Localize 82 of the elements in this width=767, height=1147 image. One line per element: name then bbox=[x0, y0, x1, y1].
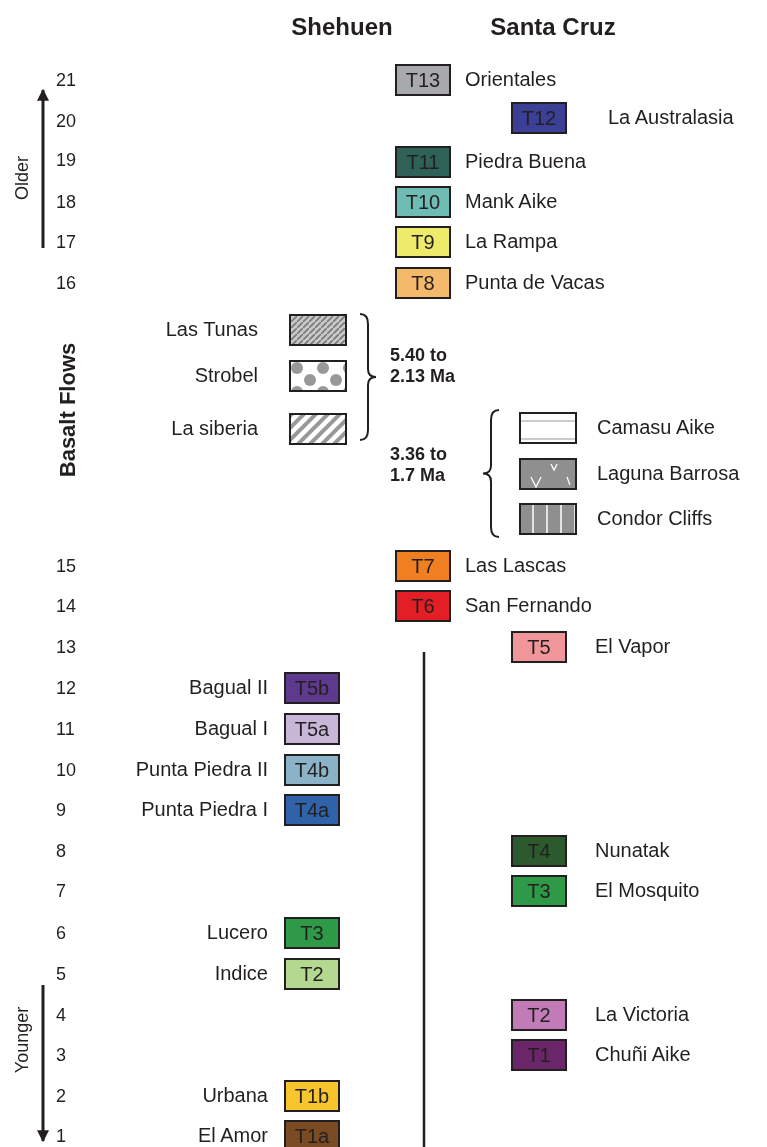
pattern-swatch bbox=[289, 314, 347, 346]
unit-swatch: T1b bbox=[284, 1080, 340, 1112]
column-heading: Shehuen bbox=[291, 13, 393, 41]
unit-name: Las Tunas bbox=[165, 319, 258, 339]
sequence-number: 2 bbox=[56, 1086, 66, 1107]
age-range: 5.40 to 2.13 Ma bbox=[390, 345, 457, 387]
unit-name: Piedra Buena bbox=[465, 151, 587, 171]
age-range: 3.36 to 1.7 Ma bbox=[390, 444, 449, 486]
pattern-swatch bbox=[289, 413, 347, 445]
unit-name: Las Lascas bbox=[465, 555, 567, 575]
unit-swatch: T9 bbox=[395, 226, 451, 258]
unit-name: Punta Piedra II bbox=[135, 759, 268, 779]
unit-name: Indice bbox=[214, 963, 268, 983]
sequence-number: 3 bbox=[56, 1045, 66, 1066]
unit-name: Bagual II bbox=[189, 677, 268, 697]
axis-label: Older bbox=[11, 156, 33, 200]
sequence-number: 6 bbox=[56, 923, 66, 944]
sequence-number: 17 bbox=[56, 232, 77, 253]
unit-swatch: T3 bbox=[284, 917, 340, 949]
unit-swatch: T7 bbox=[395, 550, 451, 582]
sequence-number: 14 bbox=[56, 596, 77, 617]
unit-name: Bagual I bbox=[194, 718, 268, 738]
unit-name: La Rampa bbox=[465, 231, 558, 251]
unit-swatch: T2 bbox=[284, 958, 340, 990]
sequence-number: 13 bbox=[56, 637, 77, 658]
unit-name: La Australasia bbox=[608, 107, 734, 127]
unit-name: San Fernando bbox=[465, 595, 592, 615]
sequence-number: 16 bbox=[56, 273, 77, 294]
pattern-swatch bbox=[519, 503, 577, 535]
unit-name: Camasu Aike bbox=[597, 417, 715, 437]
unit-name: El Vapor bbox=[595, 636, 671, 656]
unit-swatch: T2 bbox=[511, 999, 567, 1031]
unit-name: Chuñi Aike bbox=[595, 1044, 691, 1064]
unit-name: Laguna Barrosa bbox=[597, 463, 740, 483]
unit-swatch: T10 bbox=[395, 186, 451, 218]
unit-name: Lucero bbox=[206, 922, 268, 942]
sequence-number: 12 bbox=[56, 678, 77, 699]
unit-swatch: T12 bbox=[511, 102, 567, 134]
unit-swatch: T5b bbox=[284, 672, 340, 704]
column-heading: Santa Cruz bbox=[490, 13, 616, 41]
unit-swatch: T11 bbox=[395, 146, 451, 178]
sequence-number: 15 bbox=[56, 556, 77, 577]
unit-swatch: T4b bbox=[284, 754, 340, 786]
pattern-swatch bbox=[519, 458, 577, 490]
section-heading: Basalt Flows bbox=[55, 342, 81, 478]
sequence-number: 7 bbox=[56, 881, 66, 902]
unit-swatch: T1a bbox=[284, 1120, 340, 1147]
unit-name: Strobel bbox=[194, 365, 258, 385]
unit-swatch: T3 bbox=[511, 875, 567, 907]
unit-name: Nunatak bbox=[595, 840, 670, 860]
sequence-number: 9 bbox=[56, 800, 66, 821]
unit-name: Condor Cliffs bbox=[597, 508, 713, 528]
unit-name: La siberia bbox=[171, 418, 258, 438]
unit-name: El Mosquito bbox=[595, 880, 700, 900]
sequence-number: 11 bbox=[56, 719, 75, 740]
sequence-number: 18 bbox=[56, 192, 77, 213]
sequence-number: 4 bbox=[56, 1005, 66, 1026]
unit-swatch: T4a bbox=[284, 794, 340, 826]
sequence-number: 8 bbox=[56, 841, 66, 862]
unit-name: Punta de Vacas bbox=[465, 272, 605, 292]
sequence-number: 19 bbox=[56, 150, 77, 171]
unit-name: Orientales bbox=[465, 69, 557, 89]
pattern-swatch bbox=[519, 412, 577, 444]
axis-label: Younger bbox=[11, 1006, 33, 1074]
pattern-swatch bbox=[289, 360, 347, 392]
unit-name: El Amor bbox=[197, 1125, 268, 1145]
sequence-number: 21 bbox=[56, 70, 77, 91]
sequence-number: 1 bbox=[56, 1126, 66, 1147]
unit-name: Urbana bbox=[202, 1085, 268, 1105]
unit-name: Punta Piedra I bbox=[141, 799, 268, 819]
unit-swatch: T13 bbox=[395, 64, 451, 96]
unit-swatch: T6 bbox=[395, 590, 451, 622]
unit-swatch: T1 bbox=[511, 1039, 567, 1071]
unit-swatch: T5a bbox=[284, 713, 340, 745]
unit-swatch: T8 bbox=[395, 267, 451, 299]
unit-name: La Victoria bbox=[595, 1004, 690, 1024]
sequence-number: 5 bbox=[56, 964, 66, 985]
sequence-number: 10 bbox=[56, 760, 77, 781]
unit-swatch: T5 bbox=[511, 631, 567, 663]
unit-swatch: T4 bbox=[511, 835, 567, 867]
sequence-number: 20 bbox=[56, 111, 77, 132]
unit-name: Mank Aike bbox=[465, 191, 558, 211]
